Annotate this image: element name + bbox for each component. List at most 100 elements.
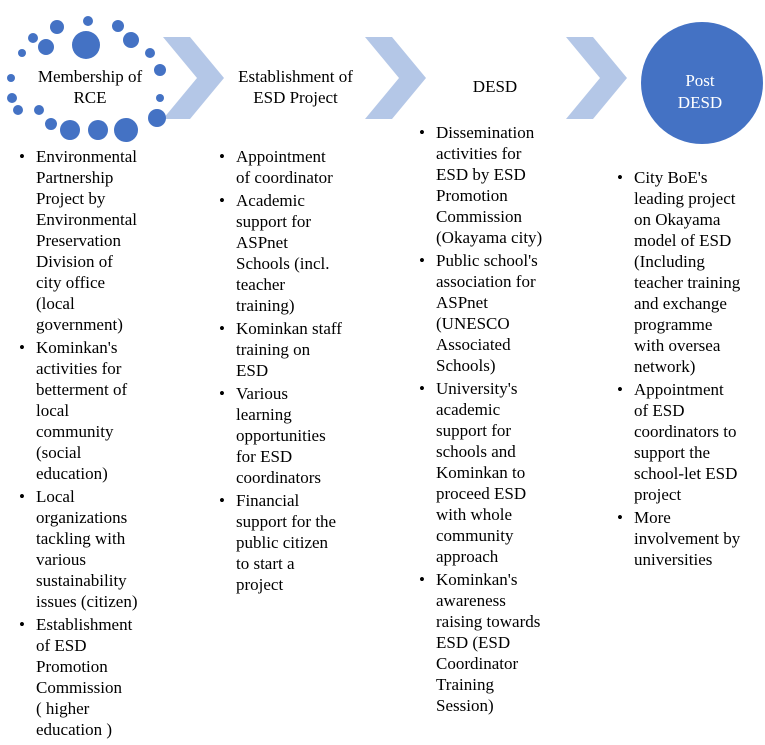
- bullet-item-line: sustainability: [36, 571, 127, 590]
- bullet-item-line: awareness: [436, 591, 506, 610]
- bullet-item-line: Schools): [436, 356, 496, 375]
- bullet-item-line: involvement by: [634, 529, 741, 548]
- ring-dot: [156, 94, 164, 102]
- bullet-item-line: raising towards: [436, 612, 541, 631]
- ring-dot: [148, 109, 166, 127]
- bullet-item-line: training): [236, 296, 295, 315]
- ring-dot: [60, 120, 80, 140]
- bullet-item-line: support for: [236, 212, 312, 231]
- bullet-item-line: Appointment: [236, 147, 326, 166]
- bullet-item-line: (local: [36, 294, 75, 313]
- bullet-item-line: various: [36, 550, 87, 569]
- bullet-item-line: association for: [436, 272, 536, 291]
- bullet-item-line: Establishment: [36, 615, 133, 634]
- bullet-item-line: Local: [36, 487, 75, 506]
- bullet-item-line: education ): [36, 720, 112, 739]
- dotted-ring: [7, 16, 166, 142]
- bullet-item-line: Division of: [36, 252, 113, 271]
- bullet-item-line: on Okayama: [634, 210, 721, 229]
- bullet-item-line: Appointment: [634, 380, 724, 399]
- bullet-item-line: local: [36, 401, 70, 420]
- ring-dot: [28, 33, 38, 43]
- bullet-item-line: Schools (incl.: [236, 254, 330, 273]
- bullet-item-line: teacher training: [634, 273, 741, 292]
- bullet-item-line: schools and: [436, 442, 516, 461]
- bullet-item-line: (social: [36, 443, 82, 462]
- bullet-item-line: Coordinator: [436, 654, 519, 673]
- bullet-item-line: government): [36, 315, 123, 334]
- bullet-item-line: Project by: [36, 189, 106, 208]
- bullet-item-line: academic: [436, 400, 501, 419]
- stage-label-establishment: Establishment of ESD Project: [218, 66, 373, 108]
- bullet-item-line: education): [36, 464, 108, 483]
- post-desd-circle: [641, 22, 763, 144]
- stage-label-line: Membership of: [37, 67, 143, 86]
- bullet-item: University's academic support for schools a…: [419, 378, 579, 567]
- bullet-item-line: support for: [436, 421, 512, 440]
- bullet-item-line: University's: [436, 379, 518, 398]
- ring-dot: [7, 93, 17, 103]
- bullet-item-line: proceed ESD: [436, 484, 527, 503]
- bullet-item-line: of ESD: [36, 636, 87, 655]
- bullet-item-line: school-let ESD: [634, 464, 738, 483]
- column-establishment-items: Appointment of coordinatorAcademic support…: [219, 146, 379, 597]
- bullet-item-line: leading project: [634, 189, 736, 208]
- stage-label-line: DESD: [472, 77, 518, 96]
- bullet-item-line: ASPnet: [236, 233, 288, 252]
- bullet-item-line: of ESD: [634, 401, 685, 420]
- bullet-item-line: ESD (ESD: [436, 633, 511, 652]
- bullet-item-line: tackling with: [36, 529, 126, 548]
- bullet-item-line: public citizen: [236, 533, 329, 552]
- bullet-item-line: activities for: [436, 144, 522, 163]
- bullet-item-line: Financial: [236, 491, 300, 510]
- bullet-item-line: for ESD: [236, 447, 293, 466]
- bullet-item-line: Environmental: [36, 210, 138, 229]
- bullet-item-line: Dissemination: [436, 123, 535, 142]
- bullet-item-line: Kominkan's: [436, 570, 518, 589]
- bullet-item-line: Kominkan to: [436, 463, 526, 482]
- stage-label-line: RCE: [73, 88, 107, 107]
- bullet-item-line: coordinators to: [634, 422, 737, 441]
- bullet-item-line: (Okayama city): [436, 228, 543, 247]
- bullet-item-line: Associated: [436, 335, 511, 354]
- bullet-item-line: betterment of: [36, 380, 128, 399]
- stage-label-line: Establishment of: [238, 67, 353, 86]
- bullet-item-line: community: [436, 526, 514, 545]
- chevron-arrow-1: [163, 37, 224, 119]
- ring-dot: [123, 32, 139, 48]
- chevron-arrow-2: [365, 37, 426, 119]
- bullet-item-line: teacher: [236, 275, 286, 294]
- ring-dot: [154, 64, 166, 76]
- bullet-item-line: ESD: [236, 361, 269, 380]
- ring-dot: [145, 48, 155, 58]
- bullet-item-line: Public school's: [436, 251, 538, 270]
- bullet-item-line: approach: [436, 547, 499, 566]
- bullet-item-line: support for the: [236, 512, 337, 531]
- bullet-item-line: coordinators: [236, 468, 321, 487]
- bullet-item-line: Session): [436, 696, 494, 715]
- bullet-item-line: Promotion: [436, 186, 508, 205]
- bullet-item-line: Kominkan's: [36, 338, 118, 357]
- bullet-item-line: More: [634, 508, 671, 527]
- bullet-item-line: of coordinator: [236, 168, 333, 187]
- bullet-item-line: Academic: [236, 191, 305, 210]
- bullet-item-line: issues (citizen): [36, 592, 138, 611]
- stage-label-membership: Membership of RCE: [15, 66, 165, 108]
- ring-dot: [7, 74, 15, 82]
- bullet-item-line: ASPnet: [436, 293, 488, 312]
- bullet-item-line: with oversea: [634, 336, 721, 355]
- bullet-item-line: City BoE's: [634, 168, 708, 187]
- bullet-item-line: Kominkan staff: [236, 319, 342, 338]
- stage-label-post-desd: Post DESD: [645, 70, 755, 114]
